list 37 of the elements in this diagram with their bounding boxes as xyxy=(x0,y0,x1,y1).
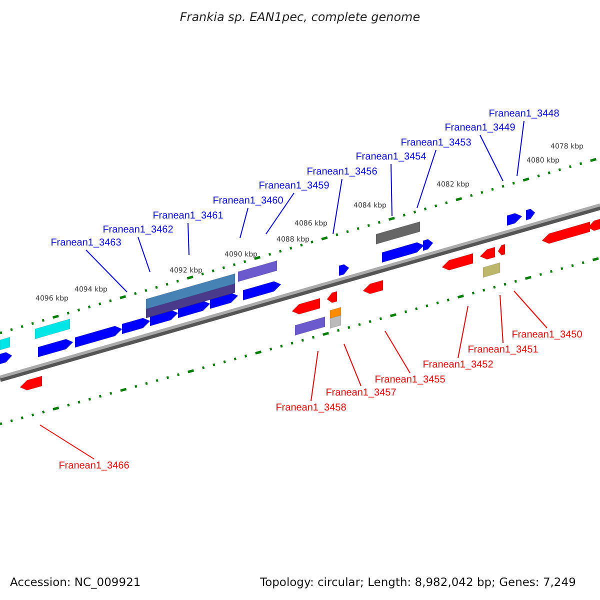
leader-line xyxy=(514,290,548,328)
gene-label: Franean1_3456 xyxy=(306,166,378,178)
leader-line xyxy=(344,344,362,386)
gene-label: Franean1_3457 xyxy=(326,386,396,400)
leader-line xyxy=(480,134,504,182)
leader-line xyxy=(516,120,524,176)
leader-line xyxy=(310,350,318,402)
leader-line xyxy=(188,222,190,256)
gene-label: Franean1_3463 xyxy=(50,236,122,250)
gene-label: Franean1_3451 xyxy=(468,344,538,356)
leader-line xyxy=(458,306,468,358)
gene-label: Franean1_3466 xyxy=(58,460,130,472)
gene-label: Franean1_3450 xyxy=(512,328,582,342)
leader-line xyxy=(266,192,294,234)
gene-label: Franean1_3448 xyxy=(488,108,560,120)
gene-label: Franean1_3455 xyxy=(374,374,446,386)
gene-label: Franean1_3452 xyxy=(422,358,494,372)
leader-line xyxy=(240,208,248,238)
leader-line xyxy=(390,164,392,216)
genome-info-text: Topology: circular; Length: 8,982,042 bp; Genes: 7,249 xyxy=(260,575,576,589)
gene-label: Franean1_3460 xyxy=(212,194,284,208)
leader-line xyxy=(86,250,128,292)
leader-line xyxy=(416,150,436,208)
chart-title: Frankia sp. EAN1pec, complete genome xyxy=(178,10,422,24)
genome-info-text: Accession: NC_009921 xyxy=(10,575,141,589)
leader-line xyxy=(138,236,150,272)
gene-label: Franean1_3459 xyxy=(258,180,330,192)
gene-label: Franean1_3461 xyxy=(152,210,224,222)
gene-label: Franean1_3449 xyxy=(444,122,516,134)
gene-label: Franean1_3454 xyxy=(356,150,426,164)
leader-line xyxy=(40,424,94,460)
leader-line xyxy=(500,294,504,344)
leader-line xyxy=(384,330,410,374)
gene-label: Franean1_3453 xyxy=(400,136,472,150)
gene-label: Franean1_3462 xyxy=(102,224,174,236)
gene-label: Franean1_3458 xyxy=(276,402,346,414)
leader-line xyxy=(332,178,342,234)
